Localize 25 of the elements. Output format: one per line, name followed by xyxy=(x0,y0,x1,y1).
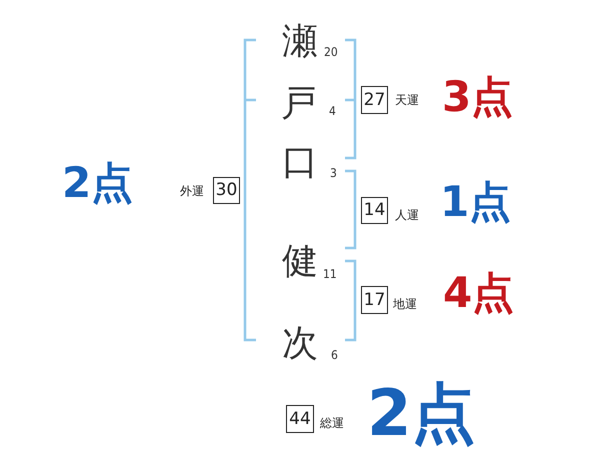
fortune-label: 外運 xyxy=(180,185,204,197)
number-box: 27 xyxy=(361,86,388,114)
fortune-label: 天運 xyxy=(395,94,419,106)
stroke-count: 20 xyxy=(324,46,338,58)
fortune-label: 総運 xyxy=(320,417,344,429)
score-text: 1点 xyxy=(440,181,512,223)
score-text: 2点 xyxy=(367,382,476,446)
name-character: 次 xyxy=(282,326,318,362)
stroke-count: 3 xyxy=(330,167,337,179)
name-character: 瀬 xyxy=(282,24,318,60)
score-text: 3点 xyxy=(442,76,514,118)
number-box: 17 xyxy=(361,286,388,314)
number-box: 14 xyxy=(361,197,388,224)
number-box: 44 xyxy=(286,405,314,433)
stroke-count: 4 xyxy=(329,105,336,117)
name-character: 健 xyxy=(282,244,318,280)
number-box: 30 xyxy=(213,177,240,204)
fortune-label: 地運 xyxy=(393,298,417,310)
name-character: 戸 xyxy=(281,86,317,122)
fortune-label: 人運 xyxy=(395,209,419,221)
name-character: 口 xyxy=(282,145,318,181)
score-text: 2点 xyxy=(62,162,134,204)
score-text: 4点 xyxy=(443,272,514,314)
stroke-count: 11 xyxy=(323,268,337,280)
stroke-count: 6 xyxy=(331,349,338,361)
